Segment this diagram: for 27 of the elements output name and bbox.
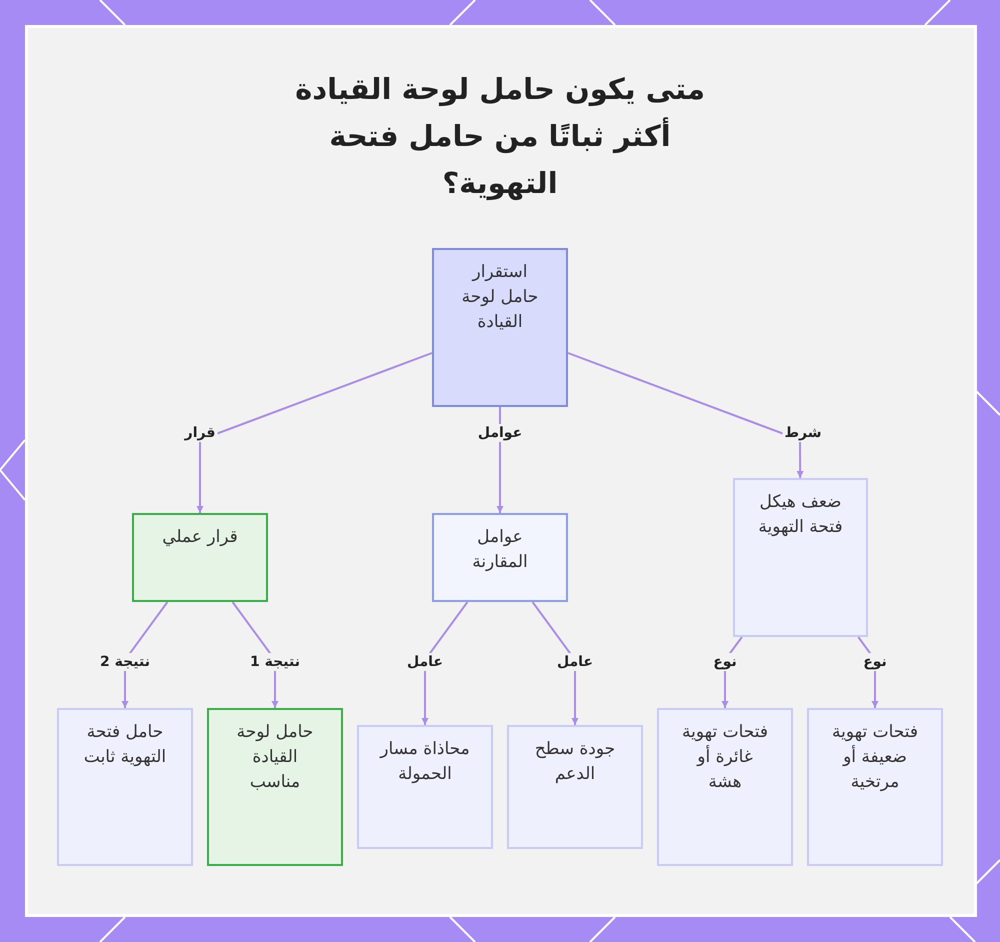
node-text: حامل لوحة القيادة مناسب	[236, 721, 314, 794]
title: متى يكون حامل لوحة القيادة أكثر ثباتًا من حامل فتحة التهوية؟	[294, 71, 706, 202]
arrow	[196, 352, 432, 513]
outcome-box	[207, 708, 343, 866]
root-box	[432, 248, 568, 407]
node-text: فتحات تهوية ضعيفة أو مرتخية	[830, 721, 919, 794]
edge-label: نتيجة 2	[98, 653, 152, 671]
node-text: حامل فتحة التهوية ثابت	[82, 721, 168, 769]
node-text: استقرار حامل لوحة القيادة	[460, 261, 540, 334]
edge-label: قرار	[182, 424, 218, 442]
edge-label: عامل	[555, 653, 595, 671]
node-text: ضعف هيكل فتحة التهوية	[757, 491, 844, 539]
branch-box	[432, 513, 568, 602]
leaf-box	[733, 478, 868, 637]
node-text: قرار عملي	[162, 526, 238, 549]
node-text: فتحات تهوية غائرة أو هشة	[680, 721, 769, 794]
node-text: محاذاة مسار الحمولة	[380, 738, 470, 786]
leaf-box	[507, 725, 643, 849]
arrow	[568, 352, 804, 478]
leaf-box	[57, 708, 193, 866]
outcome-box	[132, 513, 268, 602]
leaf-box	[807, 708, 943, 866]
node-text: عوامل المقارنة	[471, 526, 529, 574]
leaf-box	[357, 725, 493, 849]
edge-label: عامل	[405, 653, 445, 671]
node-text: جودة سطح الدعم	[534, 738, 616, 786]
leaf-box	[657, 708, 793, 866]
